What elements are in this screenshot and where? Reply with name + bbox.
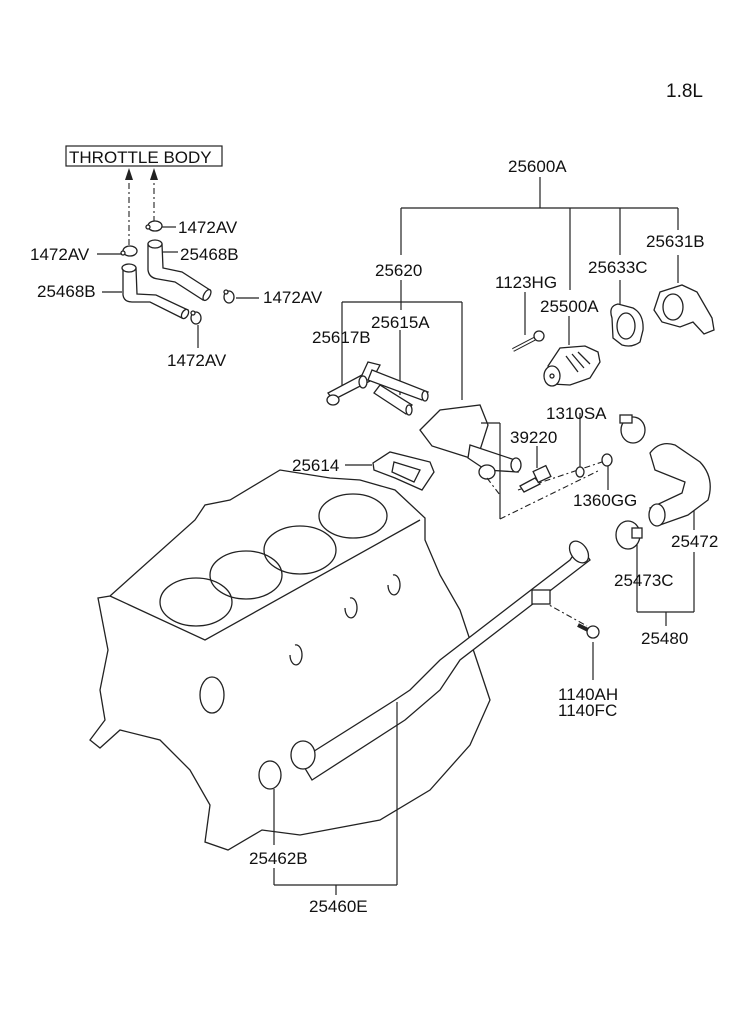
washer-1310sa[interactable]: [575, 466, 585, 478]
label-25472: 25472: [671, 532, 718, 551]
engine-size-label: 1.8L: [666, 81, 703, 102]
label-1140ah: 1140AH: [558, 685, 618, 704]
clamp-25473c-lower[interactable]: [615, 520, 643, 550]
coolant-pipe-25460e[interactable]: [290, 538, 592, 781]
thermostat-25500a[interactable]: [543, 345, 601, 387]
label-25460e: 25460E: [309, 897, 368, 916]
label-25473c: 25473C: [614, 571, 674, 590]
clamp-1472av-bottom[interactable]: [190, 310, 202, 325]
pipe-25617b[interactable]: [326, 361, 381, 406]
label-25480: 25480: [641, 629, 688, 648]
clamp-1472av-left[interactable]: [120, 245, 138, 257]
label-1472av-bottom: 1472AV: [167, 351, 227, 370]
housing-25631b[interactable]: [653, 284, 715, 335]
throttle-body-arrows: [125, 168, 158, 245]
label-1472av-top: 1472AV: [178, 218, 238, 237]
hose-25468b-left[interactable]: [121, 263, 190, 320]
label-1310sa: 1310SA: [546, 404, 607, 423]
gasket-25633c[interactable]: [610, 303, 644, 347]
hose-25468b-right[interactable]: [147, 239, 213, 302]
leader-lines-bottom: [273, 702, 398, 895]
label-1360gg: 1360GG: [573, 491, 637, 510]
bolt-1123hg[interactable]: [512, 330, 545, 352]
throttle-body-reference[interactable]: THROTTLE BODY: [65, 145, 223, 167]
label-1472av-right: 1472AV: [263, 288, 323, 307]
pipe-25615a[interactable]: [367, 369, 430, 416]
hose-25472[interactable]: [648, 442, 711, 527]
label-25615a: 25615A: [371, 313, 430, 332]
leader-tree-25600a: [341, 177, 679, 400]
label-39220: 39220: [510, 428, 557, 447]
label-1123hg: 1123HG: [495, 273, 557, 292]
engine-block: [89, 469, 491, 851]
gasket-25614[interactable]: [372, 451, 435, 491]
o-ring-25462b[interactable]: [258, 760, 282, 790]
label-25500a: 25500A: [540, 297, 599, 316]
leader-lines-right: [481, 413, 695, 680]
label-25468b-right: 25468B: [180, 245, 239, 264]
label-25600a: 25600A: [508, 157, 567, 176]
label-25614: 25614: [292, 456, 339, 475]
label-1472av-left: 1472AV: [30, 245, 90, 264]
bolt-1140ah[interactable]: [577, 623, 600, 639]
sensor-39220[interactable]: [519, 464, 552, 493]
clamp-1472av-top[interactable]: [145, 220, 163, 232]
label-25462b: 25462B: [249, 849, 308, 868]
leader-lines-left: [97, 226, 259, 348]
label-25620: 25620: [375, 261, 422, 280]
throttle-body-label: THROTTLE BODY: [69, 148, 212, 167]
label-25633c: 25633C: [588, 258, 648, 277]
clamp-1472av-right[interactable]: [223, 289, 235, 304]
housing-25620[interactable]: [419, 404, 522, 480]
label-25468b-left: 25468B: [37, 282, 96, 301]
label-25617b: 25617B: [312, 328, 371, 347]
label-25631b: 25631B: [646, 232, 705, 251]
clamp-25473c-upper[interactable]: [619, 414, 646, 444]
nut-1360gg[interactable]: [601, 453, 613, 467]
label-1140fc: 1140FC: [558, 701, 617, 720]
